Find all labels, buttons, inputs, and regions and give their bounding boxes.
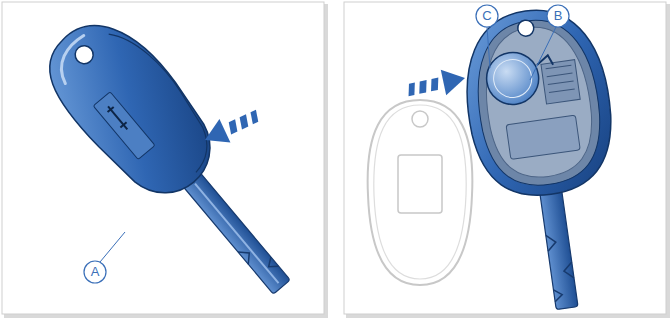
panel [2,2,324,314]
opened-key [455,1,637,318]
push-arrow [200,103,264,151]
callout-circle [84,261,106,283]
leader-line [530,27,556,80]
callout-letter: B [547,5,569,27]
leader-line [100,232,125,262]
leader-line [487,27,490,68]
panel [344,2,666,314]
callout-circle [547,5,569,27]
removed-cover [368,100,473,285]
callout-letter: A [84,261,106,283]
callout-circle [476,5,498,27]
push-arrow [405,65,468,103]
closed-key [30,1,320,320]
callout-letter: C [476,5,498,27]
